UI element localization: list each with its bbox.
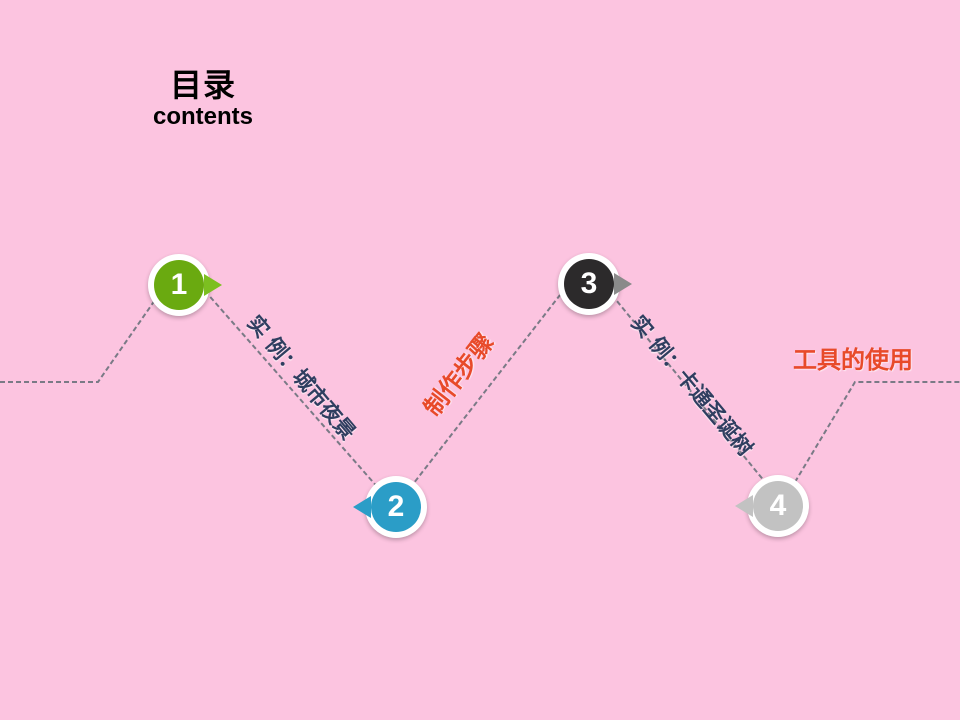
timeline-segment-left [0, 299, 156, 383]
pointer-left-icon [353, 496, 371, 518]
pointer-right-icon [204, 274, 222, 296]
step-4-node[interactable]: 4 [735, 475, 809, 537]
step-1-node[interactable]: 1 [148, 254, 222, 316]
step-2-badge: 2 [371, 482, 421, 532]
pointer-right-icon [614, 273, 632, 295]
pointer-left-icon [735, 495, 753, 517]
step-2-node[interactable]: 2 [353, 476, 427, 538]
page-title: 目录 [169, 66, 237, 104]
step-1-badge: 1 [154, 260, 204, 310]
step-4-badge: 4 [753, 481, 803, 531]
timeline-segment-3-4 [611, 294, 766, 483]
timeline-segment-right [794, 381, 960, 483]
step-3-badge: 3 [564, 259, 614, 309]
step-3-node[interactable]: 3 [558, 253, 632, 315]
item-4-label[interactable]: 工具的使用 [793, 346, 913, 374]
page-subtitle: contents [152, 103, 254, 130]
timeline-segment-2-3 [409, 294, 561, 489]
timeline-segment-1-2 [204, 290, 381, 491]
